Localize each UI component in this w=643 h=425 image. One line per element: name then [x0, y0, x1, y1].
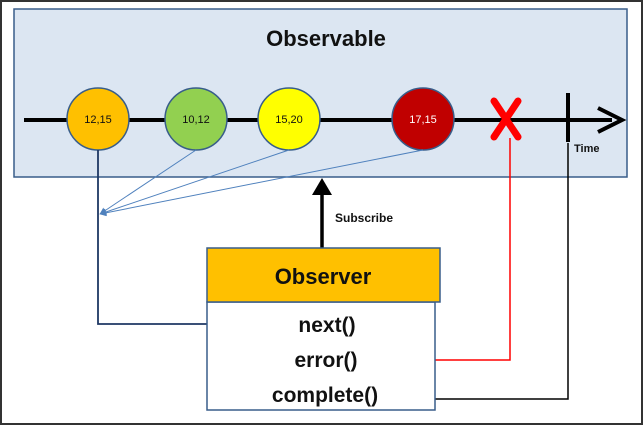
marble-1-label: 12,15: [84, 114, 112, 126]
marble-4-label: 17,15: [409, 114, 437, 126]
subscribe-arrowhead: [312, 178, 332, 195]
value-emission-lines: [99, 149, 424, 217]
time-label: Time: [574, 143, 599, 155]
observer-header: [206, 247, 441, 303]
complete-method: complete(): [272, 384, 378, 407]
next-method: next(): [298, 314, 355, 337]
subscribe-label: Subscribe: [335, 211, 393, 225]
error-x-icon: [490, 97, 522, 141]
marble-3-label: 15,20: [275, 114, 303, 126]
observer-body: [206, 301, 436, 411]
marble-1: 12,15: [66, 87, 130, 151]
timeline-arrowhead: [597, 106, 627, 134]
error-method: error(): [294, 349, 357, 372]
complete-connector: [394, 143, 569, 405]
marble-2-label: 10,12: [182, 114, 210, 126]
observer-title: Observer: [275, 264, 372, 289]
marble-2: 10,12: [164, 87, 228, 151]
marble-3: 15,20: [257, 87, 321, 151]
marble-4: 17,15: [391, 87, 455, 151]
observable-title: Observable: [266, 26, 386, 51]
